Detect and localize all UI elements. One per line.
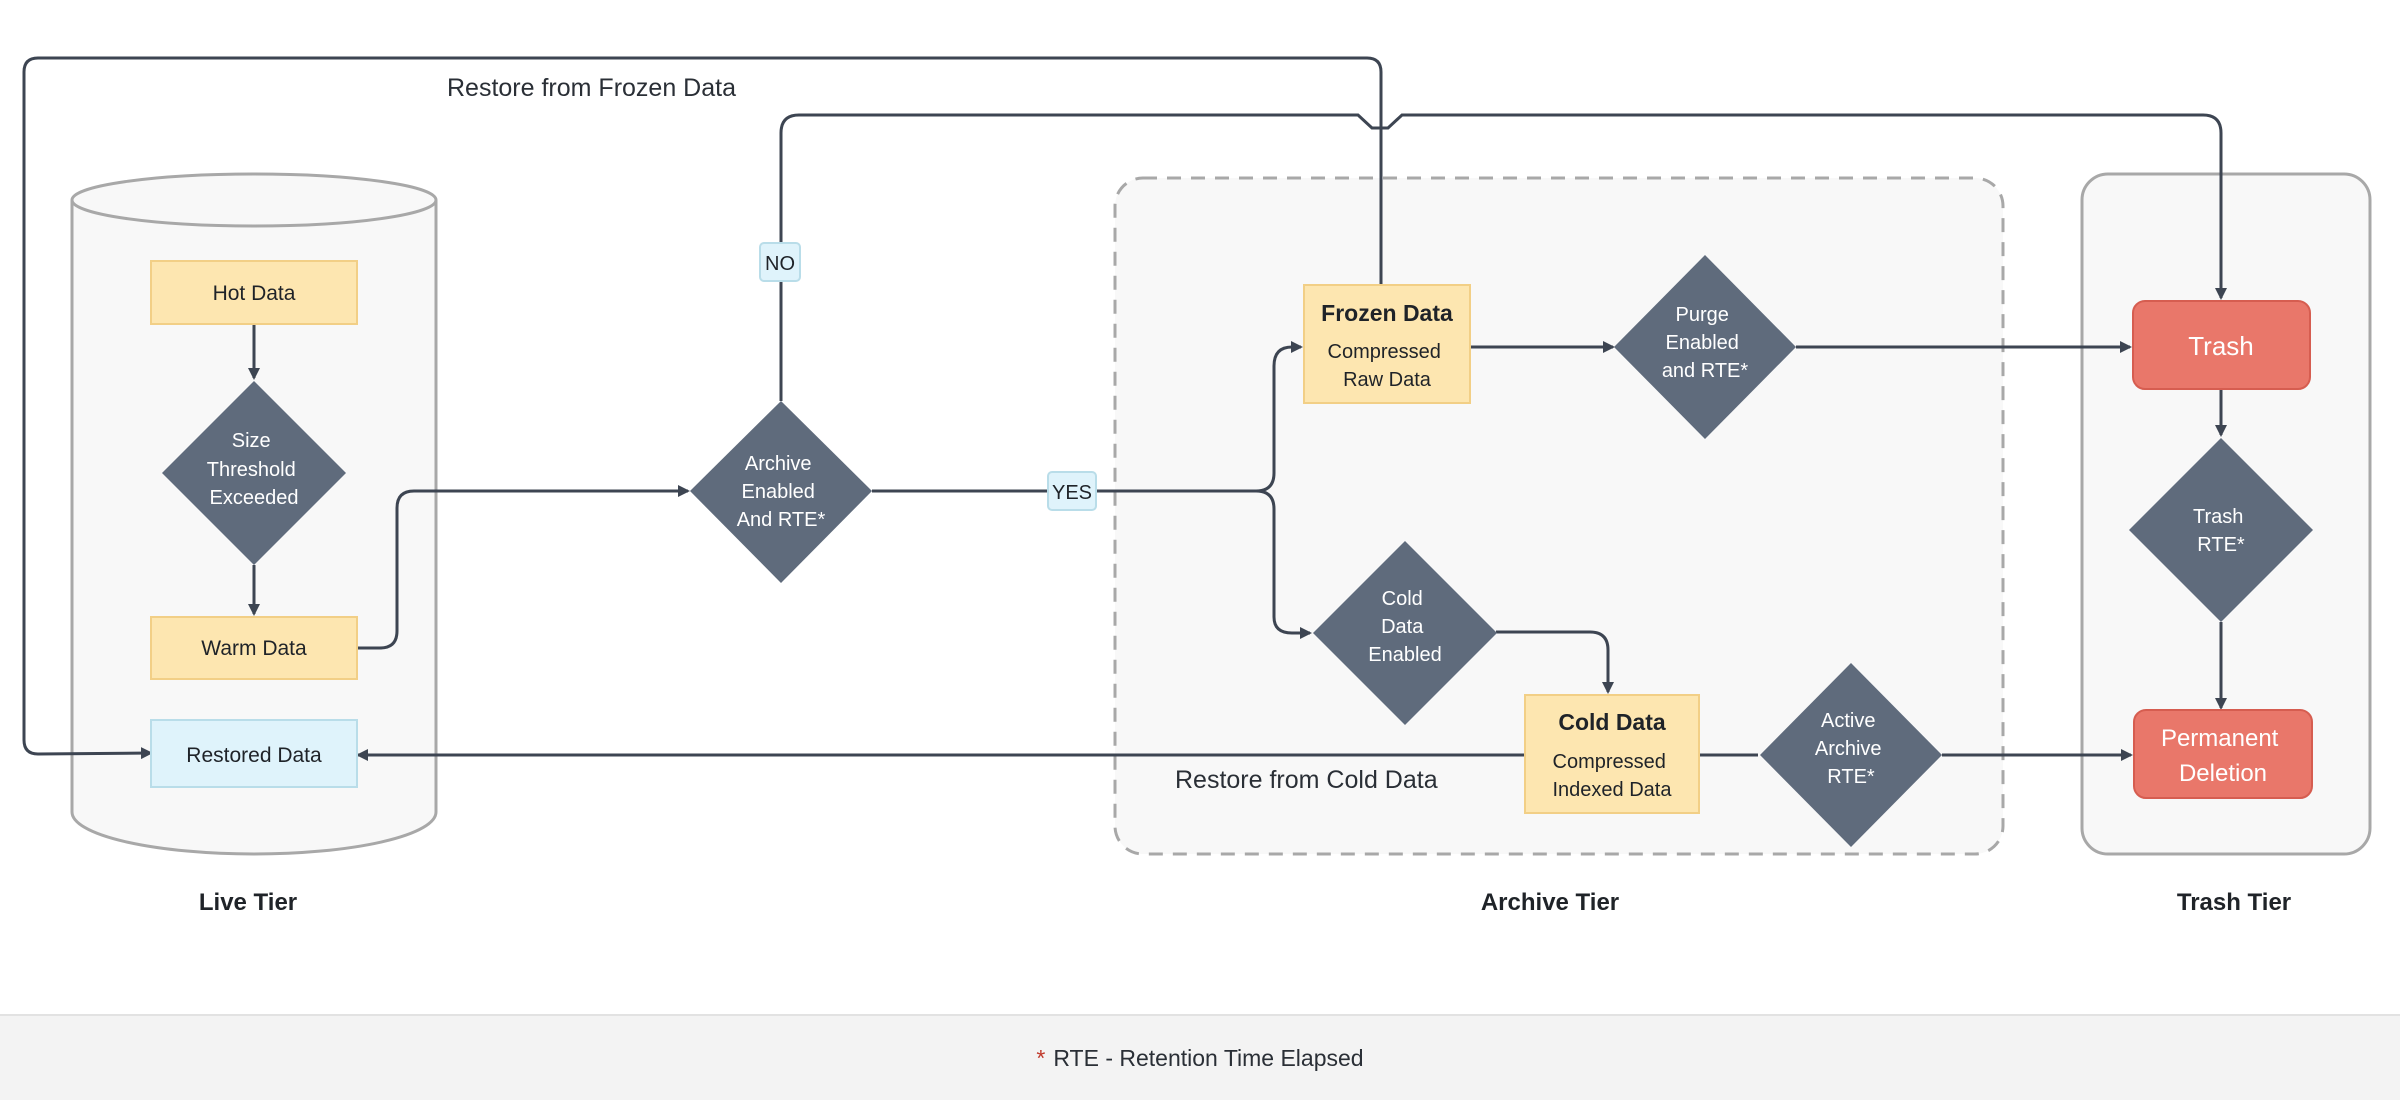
cold-data-box bbox=[1524, 694, 1700, 814]
yes-label: YES bbox=[1052, 482, 1092, 504]
svg-text:Permanent Deletion: Permanent Deletion bbox=[2161, 725, 2285, 787]
svg-text:Cold Data Enabled: Cold Data Enabled bbox=[1368, 588, 1441, 666]
live-tier-label: Live Tier bbox=[199, 889, 297, 916]
warm-data-label: Warm Data bbox=[201, 637, 307, 660]
restore-from-cold-label: Restore from Cold Data bbox=[1175, 766, 1438, 794]
data-lifecycle-diagram: Hot Data Size Threshold Exceeded Warm Da… bbox=[22, 56, 2372, 916]
svg-text:Size Threshold Exceede: Size Threshold Exceeded bbox=[207, 430, 302, 509]
active-archive-line2: Archive bbox=[1815, 738, 1882, 760]
cold-data-sub2: Indexed Data bbox=[1553, 779, 1673, 801]
restored-data-label: Restored Data bbox=[186, 744, 322, 767]
hot-data-label: Hot Data bbox=[213, 282, 296, 305]
svg-text:Trash RTE*: Trash RTE* bbox=[2193, 506, 2249, 556]
cold-enabled-line2: Data bbox=[1381, 616, 1424, 638]
cold-data-title: Cold Data bbox=[1558, 709, 1666, 735]
trash-rte-line2: RTE* bbox=[2197, 534, 2245, 556]
permanent-deletion-line2: Deletion bbox=[2179, 760, 2267, 787]
arrow-restore-from-frozen bbox=[22, 56, 1383, 760]
active-archive-diamond bbox=[1760, 663, 1942, 847]
trash-tier-label: Trash Tier bbox=[2177, 889, 2291, 916]
frozen-data-sub2: Raw Data bbox=[1343, 369, 1432, 391]
svg-text:Purge Enabled and RTE*: Purge Enabled and RTE* bbox=[1662, 304, 1749, 382]
archive-enabled-line2: Enabled bbox=[742, 481, 815, 503]
restored-data-box bbox=[150, 719, 358, 788]
archive-enabled-line3: And RTE* bbox=[737, 509, 826, 531]
size-threshold-diamond bbox=[162, 381, 346, 565]
arrow-yes-to-cold-enabled bbox=[1255, 489, 1312, 639]
trash-rte-diamond bbox=[2129, 438, 2313, 622]
footer-legend: * RTE - Retention Time Elapsed bbox=[0, 1014, 2400, 1100]
trash-label: Trash bbox=[2188, 331, 2254, 361]
footer-legend-text: RTE - Retention Time Elapsed bbox=[1053, 1044, 1364, 1071]
cold-data-sub1: Compressed bbox=[1553, 751, 1666, 773]
no-badge bbox=[759, 242, 801, 282]
size-threshold-line2: Threshold bbox=[207, 459, 296, 481]
footer-asterisk: * bbox=[1036, 1044, 1046, 1071]
svg-text:Compressed Raw Data: Compressed Raw Data bbox=[1328, 341, 1447, 391]
yes-badge bbox=[1047, 471, 1097, 511]
cold-enabled-line3: Enabled bbox=[1368, 644, 1441, 666]
arrow-warm-to-archive bbox=[357, 485, 690, 650]
svg-text:Compressed Indexed Data: Compressed Indexed Data bbox=[1553, 751, 1673, 801]
active-archive-line1: Active bbox=[1821, 710, 1875, 732]
connectors bbox=[22, 56, 2227, 761]
archive-enabled-line1: Archive bbox=[745, 453, 812, 475]
archive-tier-label: Archive Tier bbox=[1481, 889, 1619, 916]
cold-enabled-line1: Cold bbox=[1382, 588, 1423, 610]
purge-enabled-line2: Enabled bbox=[1666, 332, 1739, 354]
no-label: NO bbox=[765, 253, 795, 275]
frozen-data-title: Frozen Data bbox=[1321, 300, 1453, 326]
permanent-deletion-line1: Permanent bbox=[2161, 725, 2279, 752]
archive-enabled-diamond bbox=[690, 401, 872, 583]
permanent-deletion-box bbox=[2133, 709, 2313, 799]
arrow-cold-enabled-to-cold bbox=[1496, 630, 1614, 694]
trash-box bbox=[2132, 300, 2311, 390]
size-threshold-line3: Exceeded bbox=[210, 487, 299, 509]
trash-rte-line1: Trash bbox=[2193, 506, 2243, 528]
frozen-data-box bbox=[1303, 284, 1471, 404]
size-threshold-line1: Size bbox=[232, 430, 271, 452]
restore-from-frozen-label: Restore from Frozen Data bbox=[447, 74, 736, 102]
svg-text:Archive Enabled And RT: Archive Enabled And RTE* bbox=[737, 453, 826, 531]
purge-enabled-line3: and RTE* bbox=[1662, 360, 1749, 382]
cold-data-enabled-diamond bbox=[1313, 541, 1497, 725]
hot-data-box bbox=[150, 260, 358, 325]
active-archive-line3: RTE* bbox=[1827, 766, 1875, 788]
purge-enabled-diamond bbox=[1614, 255, 1796, 439]
frozen-data-sub1: Compressed bbox=[1328, 341, 1441, 363]
purge-enabled-line1: Purge bbox=[1676, 304, 1729, 326]
warm-data-box bbox=[150, 616, 358, 680]
arrow-archive-yes bbox=[872, 341, 1303, 493]
svg-text:Active Archive RTE*: Active Archive RTE* bbox=[1815, 710, 1887, 788]
